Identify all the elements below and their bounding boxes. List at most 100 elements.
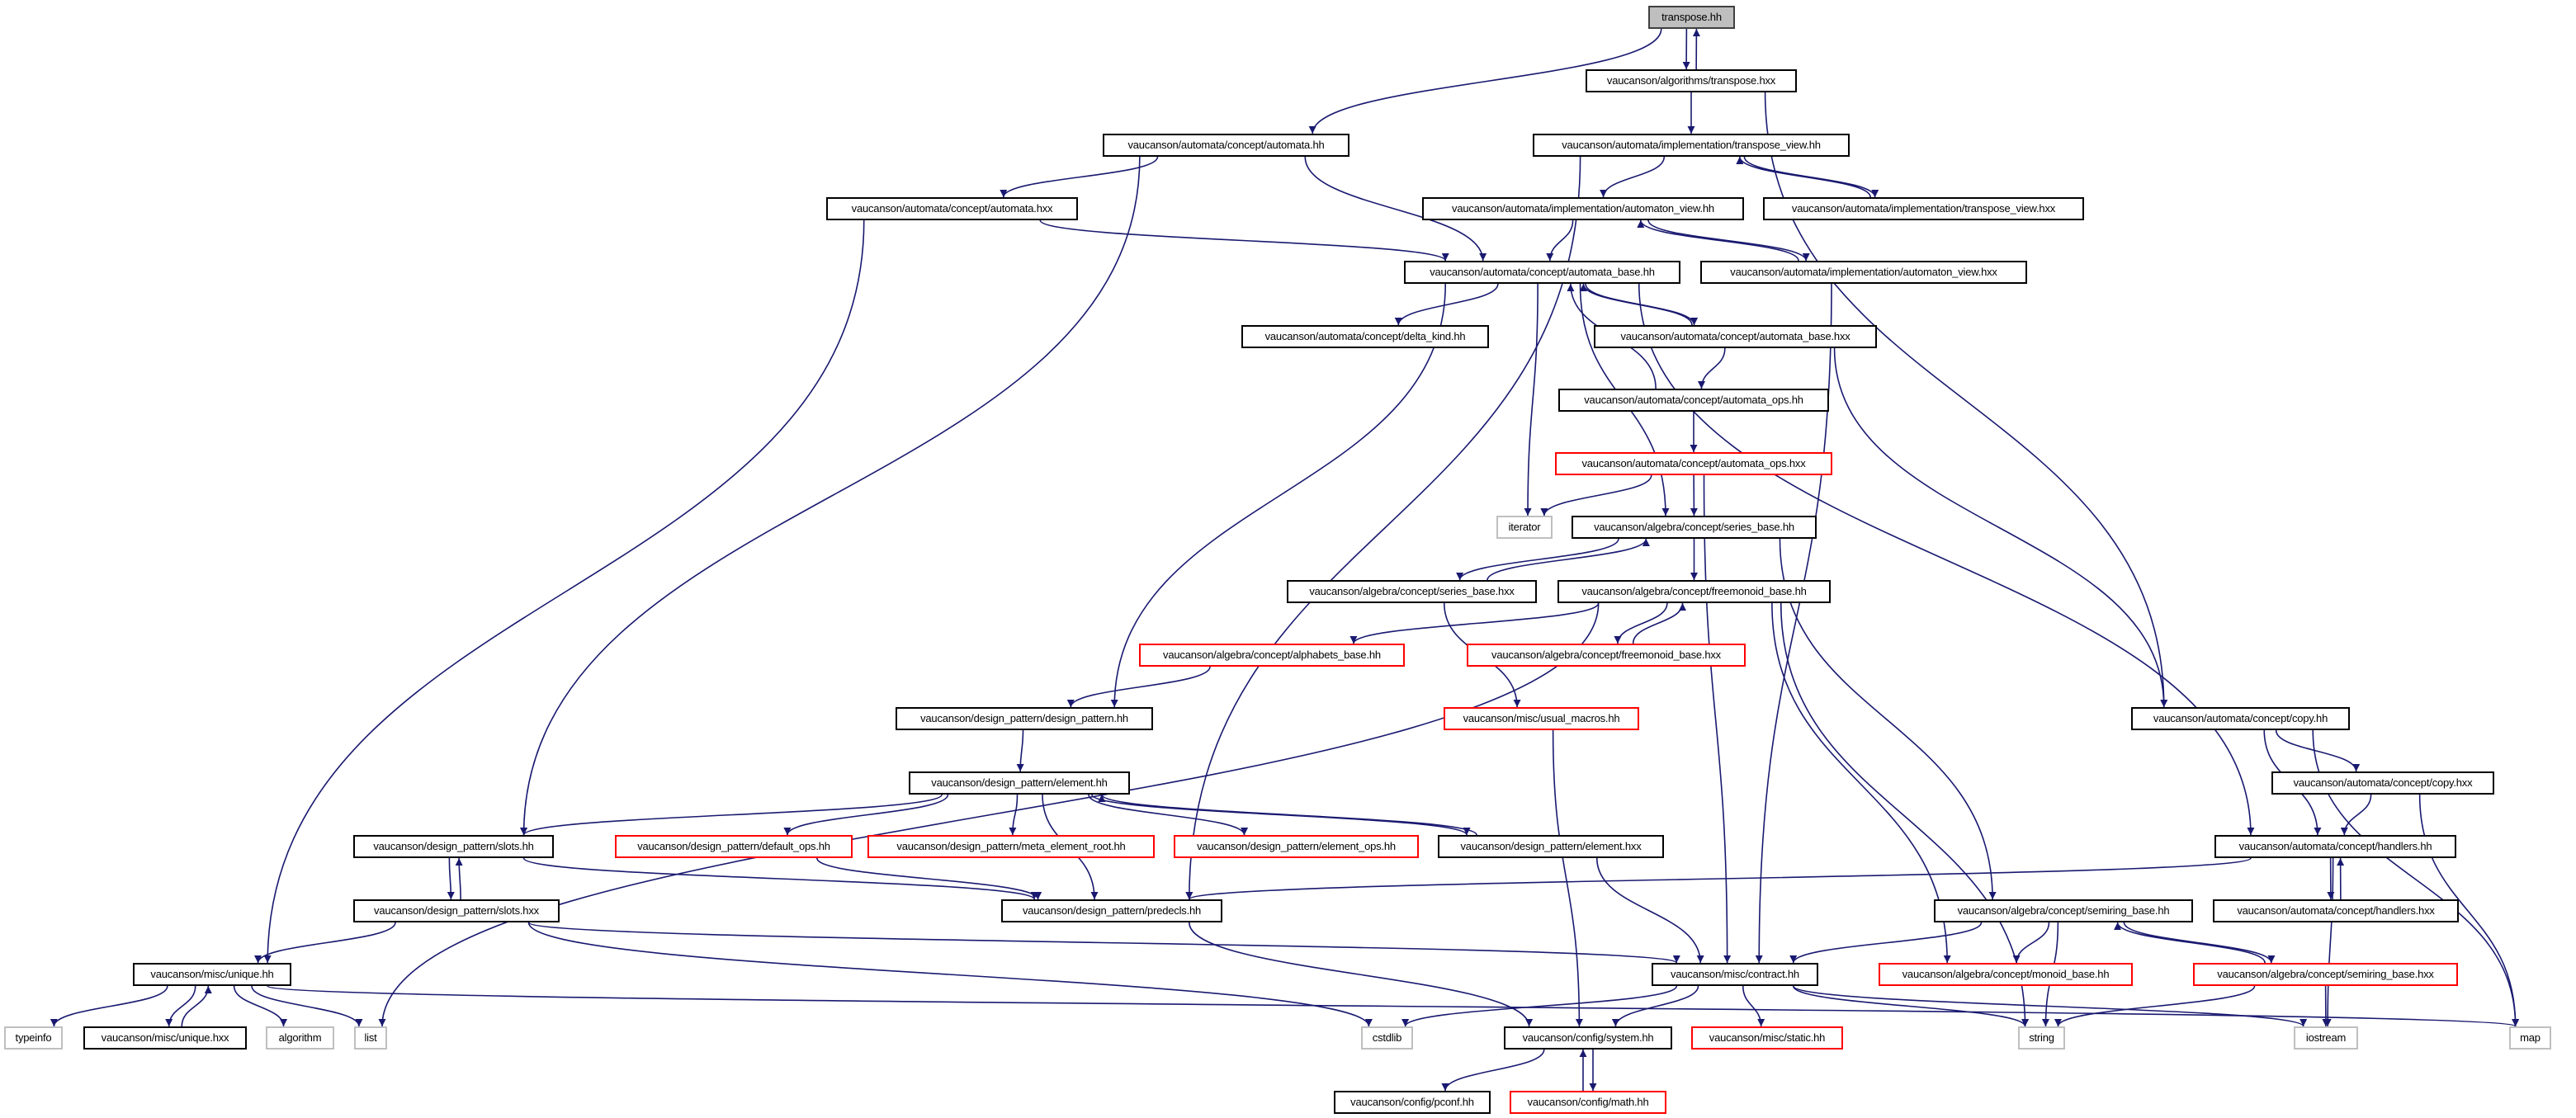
node-sbase-hh[interactable]: vaucanson/algebra/concept/series_base.hh	[1572, 516, 1817, 539]
node-usual-macros[interactable]: vaucanson/misc/usual_macros.hh	[1444, 707, 1639, 730]
node-dp-hh[interactable]: vaucanson/design_pattern/design_pattern.…	[896, 707, 1153, 730]
edge-dp-hh-to-element-hh	[1016, 729, 1024, 772]
node-element-hh[interactable]: vaucanson/design_pattern/element.hh	[909, 771, 1130, 795]
edge-abase-hh-to-delta-kind	[1394, 283, 1499, 326]
node-srbase-hh[interactable]: vaucanson/algebra/concept/semiring_base.…	[1934, 899, 2193, 922]
edge-handlers-hh-to-predecls	[1185, 857, 2252, 900]
node-unique-hh[interactable]: vaucanson/misc/unique.hh	[133, 963, 291, 986]
node-slots-hxx[interactable]: vaucanson/design_pattern/slots.hxx	[353, 899, 560, 922]
node-math[interactable]: vaucanson/config/math.hh	[1510, 1091, 1666, 1114]
edge-sbase-hxx-to-sbase-hh	[1487, 538, 1650, 581]
node-algorithm[interactable]: algorithm	[266, 1026, 334, 1050]
edge-slots-hxx-to-slots-hh	[455, 857, 463, 900]
node-system[interactable]: vaucanson/config/system.hh	[1504, 1026, 1672, 1050]
node-tview-hh[interactable]: vaucanson/automata/implementation/transp…	[1533, 134, 1850, 157]
node-srbase-hxx[interactable]: vaucanson/algebra/concept/semiring_base.…	[2193, 963, 2458, 986]
edge-sbase-hh-to-sbase-hxx	[1456, 538, 1619, 581]
edge-alpha-hh-to-dp-hh	[1066, 666, 1211, 708]
node-monoid-base[interactable]: vaucanson/algebra/concept/monoid_base.hh	[1879, 963, 2133, 986]
node-pconf[interactable]: vaucanson/config/pconf.hh	[1334, 1091, 1491, 1114]
edge-aview-hh-to-aview-hxx	[1647, 219, 1810, 262]
node-default-ops[interactable]: vaucanson/design_pattern/default_ops.hh	[615, 835, 853, 858]
node-delta-kind[interactable]: vaucanson/automata/concept/delta_kind.hh	[1241, 325, 1489, 348]
edge-srbase-hh-to-srbase-hxx	[2123, 922, 2276, 964]
node-handlers-hxx[interactable]: vaucanson/automata/concept/handlers.hxx	[2213, 899, 2459, 922]
edge-slots-hh-to-slots-hxx	[447, 857, 455, 900]
edge-element-hxx-to-contract	[1595, 857, 1704, 964]
edge-abase-hh-to-iterator	[1524, 283, 1539, 517]
node-slots-hh[interactable]: vaucanson/design_pattern/slots.hh	[353, 835, 554, 858]
node-aops-hh[interactable]: vaucanson/automata/concept/automata_ops.…	[1558, 389, 1829, 412]
node-automata-hh[interactable]: vaucanson/automata/concept/automata.hh	[1103, 134, 1349, 157]
edge-contract-to-string	[1792, 985, 2029, 1027]
node-transpose-hxx[interactable]: vaucanson/algorithms/transpose.hxx	[1586, 69, 1797, 92]
edge-contract-to-cstdlib	[1401, 985, 1678, 1027]
edge-transpose-hh-to-automata-hh	[1308, 28, 1662, 134]
node-meta-root[interactable]: vaucanson/design_pattern/meta_element_ro…	[867, 835, 1155, 858]
edge-srbase-hxx-to-string	[2054, 985, 2256, 1027]
edge-contract-to-iostream	[1792, 985, 2307, 1027]
edge-element-hh-to-default-ops	[783, 794, 949, 836]
edge-unique-hxx-to-unique-hh	[181, 985, 212, 1027]
edge-sbase-hh-to-srbase-hh	[1779, 538, 1997, 900]
edge-srbase-hxx-to-srbase-hh	[2114, 922, 2266, 964]
edge-element-hh-to-element-ops	[1088, 794, 1249, 836]
node-fbase-hh[interactable]: vaucanson/algebra/concept/freemonoid_bas…	[1557, 580, 1831, 603]
edge-slots-hxx-to-unique-hh	[254, 922, 396, 964]
edge-srbase-hh-to-contract	[1789, 922, 1983, 964]
edge-tview-hh-to-aview-hh	[1600, 156, 1666, 198]
edge-tview-hh-to-tview-hxx	[1743, 156, 1879, 198]
node-aops-hxx[interactable]: vaucanson/automata/concept/automata_ops.…	[1555, 452, 1832, 475]
edge-usual-macros-to-system	[1552, 729, 1583, 1027]
node-copy-hxx[interactable]: vaucanson/automata/concept/copy.hxx	[2271, 771, 2494, 795]
node-alpha-hh[interactable]: vaucanson/algebra/concept/alphabets_base…	[1139, 644, 1405, 667]
edge-contract-to-system	[1611, 985, 1699, 1027]
node-transpose-hh[interactable]: transpose.hh	[1648, 6, 1735, 29]
node-sbase-hxx[interactable]: vaucanson/algebra/concept/series_base.hx…	[1287, 580, 1537, 603]
node-contract[interactable]: vaucanson/misc/contract.hh	[1652, 963, 1818, 986]
edge-aops-hxx-to-iterator	[1540, 474, 1652, 517]
edge-unique-hh-to-list	[251, 985, 363, 1027]
edge-automata-hh-to-abase-hh	[1304, 156, 1487, 262]
edge-fbase-hh-to-string	[1780, 602, 2030, 1027]
edge-aview-hxx-to-contract	[1755, 283, 1832, 964]
edge-automata-hxx-to-abase-hh	[1039, 219, 1449, 262]
node-unique-hxx[interactable]: vaucanson/misc/unique.hxx	[83, 1026, 247, 1050]
node-typeinfo[interactable]: typeinfo	[4, 1026, 63, 1050]
node-copy-hh[interactable]: vaucanson/automata/concept/copy.hh	[2131, 707, 2350, 730]
node-aview-hh[interactable]: vaucanson/automata/implementation/automa…	[1422, 197, 1744, 220]
node-abase-hh[interactable]: vaucanson/automata/concept/automata_base…	[1404, 261, 1680, 284]
edge-unique-hh-to-typeinfo	[50, 985, 168, 1027]
node-abase-hxx[interactable]: vaucanson/automata/concept/automata_base…	[1594, 325, 1877, 348]
node-map[interactable]: map	[2509, 1026, 2551, 1050]
node-fbase-hxx[interactable]: vaucanson/algebra/concept/freemonoid_bas…	[1467, 644, 1746, 667]
node-handlers-hh[interactable]: vaucanson/automata/concept/handlers.hh	[2214, 835, 2456, 858]
edge-unique-hh-to-map	[267, 985, 2519, 1027]
node-string[interactable]: string	[2018, 1026, 2065, 1050]
edge-fbase-hh-to-fbase-hxx	[1614, 602, 1668, 644]
edge-aops-hxx-to-contract	[1703, 474, 1732, 964]
node-element-hxx[interactable]: vaucanson/design_pattern/element.hxx	[1438, 835, 1664, 858]
node-list[interactable]: list	[354, 1026, 387, 1050]
edge-automata-hxx-to-unique-hh	[263, 219, 865, 964]
node-automata-hxx[interactable]: vaucanson/automata/concept/automata.hxx	[826, 197, 1078, 220]
edge-slots-hh-to-predecls	[522, 857, 1038, 900]
edge-srbase-hh-to-monoid-base	[2012, 922, 2050, 964]
edge-element-hh-to-slots-hh	[520, 794, 943, 836]
edge-aview-hxx-to-aview-hh	[1637, 219, 1799, 262]
node-static[interactable]: vaucanson/misc/static.hh	[1691, 1026, 1843, 1050]
node-predecls[interactable]: vaucanson/design_pattern/predecls.hh	[1001, 899, 1222, 922]
node-aview-hxx[interactable]: vaucanson/automata/implementation/automa…	[1700, 261, 2027, 284]
node-element-ops[interactable]: vaucanson/design_pattern/element_ops.hh	[1174, 835, 1419, 858]
edge-abase-hxx-to-copy-hh	[1833, 347, 2168, 708]
edge-automata-hh-to-automata-hxx	[1000, 156, 1159, 198]
edge-default-ops-to-predecls	[816, 857, 1042, 900]
node-tview-hxx[interactable]: vaucanson/automata/implementation/transp…	[1763, 197, 2084, 220]
edge-unique-hh-to-algorithm	[233, 985, 288, 1027]
edge-copy-hh-to-copy-hxx	[2275, 729, 2361, 772]
node-cstdlib[interactable]: cstdlib	[1361, 1026, 1413, 1050]
node-iostream[interactable]: iostream	[2294, 1026, 2358, 1050]
edge-slots-hxx-to-contract	[527, 922, 1680, 964]
node-iterator[interactable]: iterator	[1496, 516, 1553, 539]
